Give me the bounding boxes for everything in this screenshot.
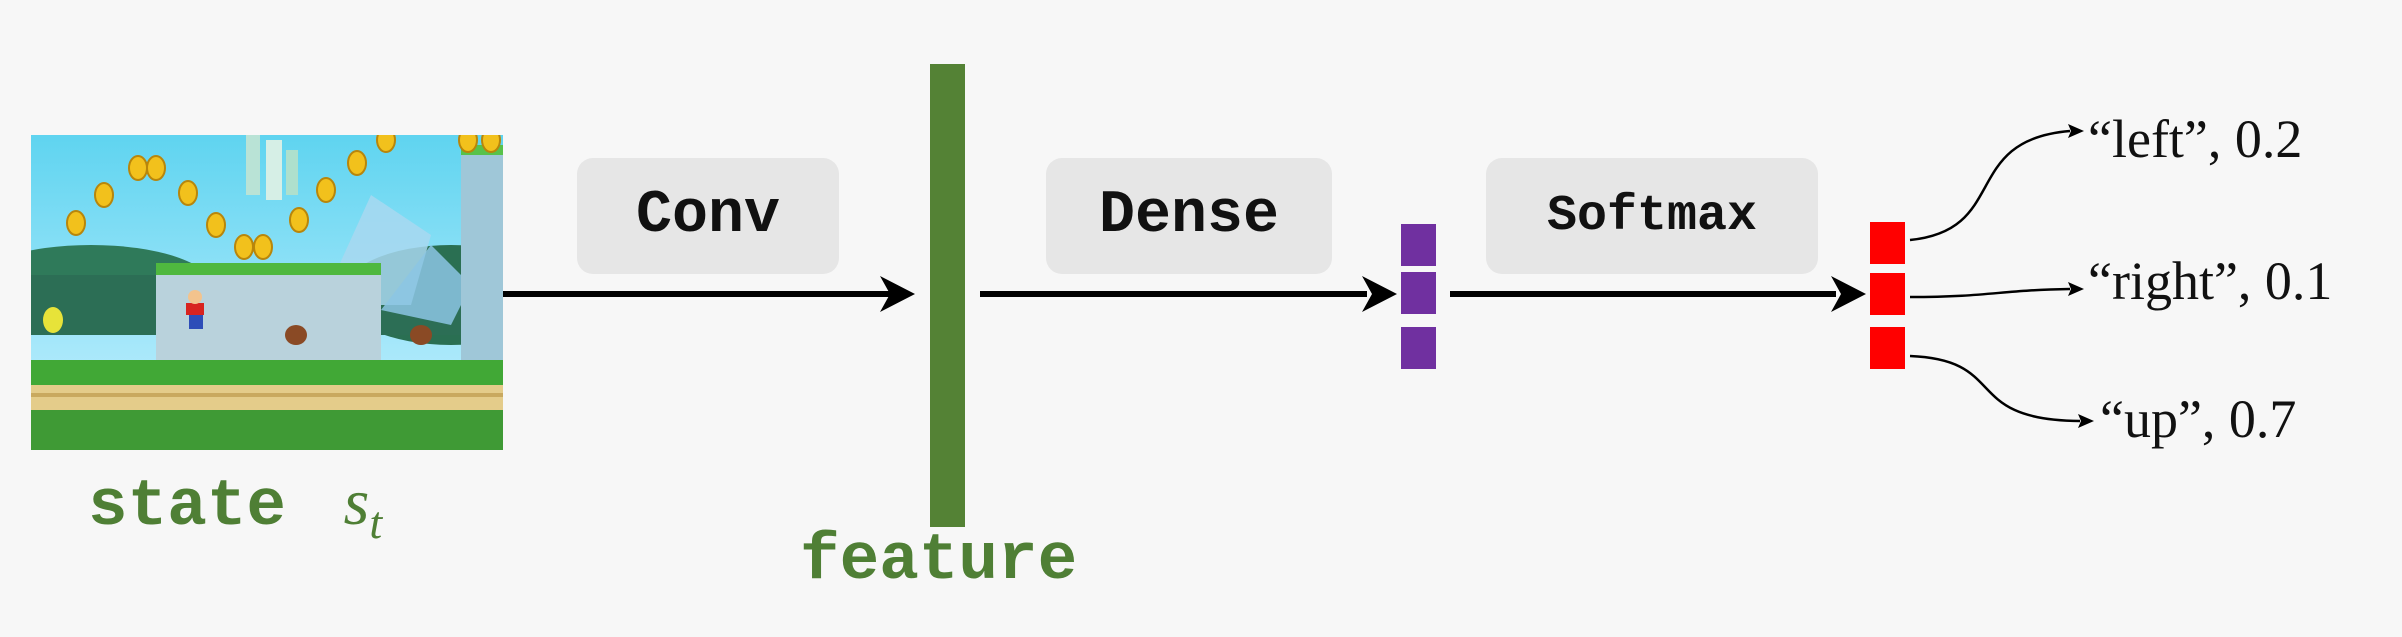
arrowhead-icon [2068, 124, 2084, 138]
state-label-word: state [88, 469, 287, 544]
dense-output-unit [1401, 224, 1436, 266]
dense-output-unit [1401, 272, 1436, 314]
arrowhead-icon [1831, 276, 1866, 312]
state-subscript: t [369, 497, 383, 549]
feature-vector-bar [930, 64, 965, 527]
softmax-output-unit [1870, 273, 1905, 315]
arrowhead-icon [2068, 282, 2084, 296]
softmax-output-unit [1870, 222, 1905, 264]
branch-curve-up [1909, 354, 2081, 423]
softmax-layer-box: Softmax [1486, 158, 1818, 274]
state-symbol: st [343, 466, 383, 549]
arrowhead-icon [2078, 414, 2094, 428]
dense-output-unit [1401, 327, 1436, 369]
action-label-right: “right”, 0.1 [2088, 251, 2333, 311]
dense-layer-box: Dense [1046, 158, 1332, 274]
action-label-up: “up”, 0.7 [2100, 389, 2297, 449]
arrowhead-icon [1362, 276, 1397, 312]
branch-curve-left [1909, 129, 2071, 242]
action-label-left: “left”, 0.2 [2088, 109, 2303, 169]
dense-layer-label: Dense [1098, 182, 1280, 250]
conv-layer-box: Conv [577, 158, 839, 274]
softmax-layer-label: Softmax [1546, 187, 1758, 245]
arrowhead-icon [880, 276, 915, 312]
conv-layer-label: Conv [635, 182, 781, 250]
feature-label: feature [800, 523, 1078, 598]
game-screenshot [31, 135, 503, 450]
state-label: state st [88, 470, 382, 556]
branch-curve-right [1909, 287, 2071, 299]
softmax-output-unit [1870, 327, 1905, 369]
